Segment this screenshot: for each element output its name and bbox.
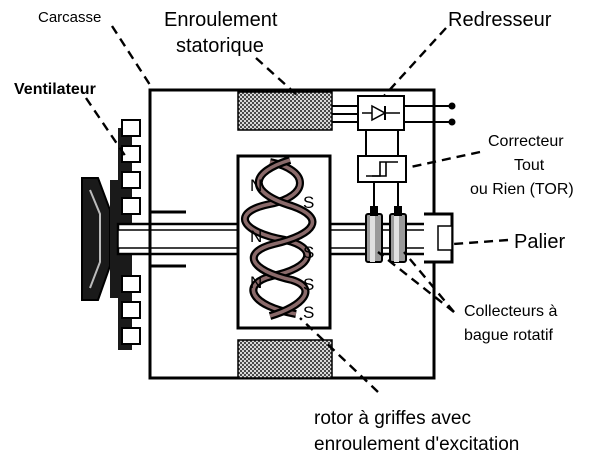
stator-winding-top (237, 91, 333, 131)
fan (118, 119, 141, 350)
pole-s-2: S (303, 243, 314, 262)
label-collecteurs-line2: bague rotatif (464, 327, 554, 344)
label-palier: Palier (514, 231, 565, 253)
label-correcteur-line3: ou Rien (TOR) (470, 181, 574, 198)
label-carcasse: Carcasse (38, 9, 101, 26)
pole-s-3: S (303, 275, 314, 294)
regulator-box (357, 155, 407, 183)
pole-s-4: S (303, 303, 314, 322)
label-rotor-line2: enroulement d'excitation (314, 434, 519, 455)
claw-rotor: N N N S S S S (236, 154, 332, 330)
label-correcteur-line1: Correcteur (488, 133, 564, 150)
rectifier-box (357, 95, 405, 131)
label-redresseur: Redresseur (448, 9, 552, 31)
pole-n-3: N (250, 273, 262, 292)
stator-winding-bottom (237, 339, 333, 379)
label-collecteurs-line1: Collecteurs à (464, 303, 557, 320)
label-ventilateur: Ventilateur (14, 81, 96, 98)
wiring (332, 102, 456, 206)
pole-n-2: N (250, 227, 262, 246)
slip-rings (365, 206, 407, 263)
label-enroulement-line2: statorique (176, 35, 264, 57)
pulley (81, 177, 122, 301)
label-enroulement-line1: Enroulement (164, 9, 278, 31)
palier-bearing (424, 212, 454, 264)
label-correcteur-line2: Tout (514, 157, 545, 174)
pole-n-1: N (250, 176, 262, 195)
pole-s-1: S (303, 193, 314, 212)
leader-lines (85, 25, 509, 393)
label-rotor-line1: rotor à griffes avec (314, 408, 471, 429)
